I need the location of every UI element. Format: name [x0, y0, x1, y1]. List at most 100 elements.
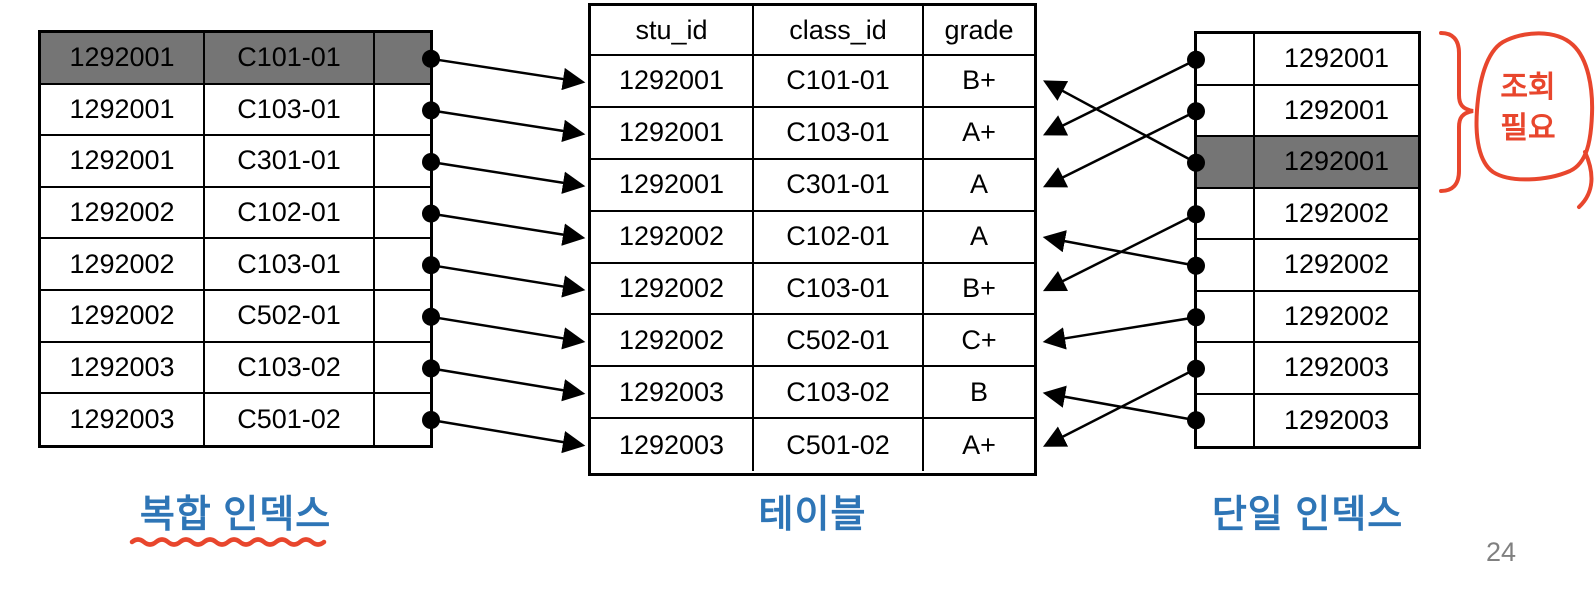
value-cell: 1292001 — [591, 159, 754, 210]
annotation-line1: 조회 — [1500, 71, 1556, 104]
single-index-row: 1292002 — [1197, 291, 1418, 343]
value-cell: A+ — [962, 117, 996, 148]
value-cell: C301-01 — [754, 159, 924, 210]
value-cell: 1292002 — [1283, 300, 1390, 331]
annotation-brace — [1439, 31, 1474, 193]
label-composite-index: 복합 인덱스 — [139, 494, 332, 536]
composite-pointer-arrow — [430, 263, 586, 298]
pointer-cell — [375, 33, 430, 83]
value-cell: C502-01 — [754, 315, 924, 366]
value-cell: B — [969, 376, 988, 407]
value-cell: 1292001 — [1283, 43, 1390, 74]
page-number: 24 — [1485, 537, 1516, 567]
value-cell: C301-01 — [205, 136, 375, 186]
value-cell: 1292003 — [591, 419, 754, 472]
single-pointer-arrow — [1042, 316, 1197, 350]
label-underline — [129, 537, 327, 547]
value-cell: 1292002 — [41, 239, 205, 289]
pointer-cell — [375, 343, 430, 393]
value-cell: C501-02 — [205, 394, 375, 445]
value-cell: 1292001 — [41, 136, 205, 186]
value-cell: B+ — [962, 273, 996, 303]
value-cell: 1292002 — [41, 290, 205, 341]
value-cell: C103-02 — [754, 367, 924, 418]
single-index-row: 1292001 — [1197, 137, 1418, 189]
value-cell: 1292003 — [1283, 352, 1390, 383]
value-cell: C103-02 — [205, 342, 375, 393]
single-pointer-arrow — [1042, 58, 1197, 136]
single-index-row: 1292003 — [1197, 394, 1418, 446]
pointer-cell — [1197, 188, 1255, 238]
annotation-text: 조회 필요 — [1484, 67, 1572, 149]
pointer-cell — [375, 136, 430, 186]
single-pointer-arrow — [1042, 110, 1197, 188]
label-table: 테이블 — [758, 494, 867, 536]
value-cell: A — [969, 169, 988, 200]
pointer-cell — [1197, 343, 1255, 393]
single-index-row: 1292002 — [1197, 240, 1418, 292]
value-cell: 1292002 — [591, 263, 754, 314]
single-pointer-arrow — [1042, 230, 1197, 267]
pointer-cell — [1197, 394, 1255, 446]
value-cell: 1292001 — [41, 33, 205, 83]
value-cell: 1292003 — [1283, 404, 1390, 435]
pointer-cell — [375, 239, 430, 289]
value-cell: C501-02 — [754, 419, 924, 472]
single-index-row: 1292002 — [1197, 188, 1418, 240]
single-pointer-arrow — [1042, 367, 1197, 447]
value-cell: C103-01 — [754, 263, 924, 314]
pointer-cell — [1197, 137, 1255, 187]
value-cell: 1292001 — [1283, 94, 1390, 125]
value-cell: C103-01 — [205, 84, 375, 135]
annotation-line2: 필요 — [1500, 112, 1556, 145]
composite-pointer-arrow — [430, 109, 586, 143]
pointer-cell — [375, 188, 430, 238]
value-cell: 1292001 — [591, 56, 754, 106]
pointer-cell — [1197, 34, 1255, 84]
pointer-cell — [375, 85, 430, 135]
value-cell: C103-01 — [754, 107, 924, 158]
value-cell: 1292003 — [41, 342, 205, 393]
value-cell: B+ — [962, 65, 996, 96]
value-cell: 1292002 — [1283, 197, 1390, 228]
pointer-cell — [375, 394, 430, 445]
composite-pointer-arrow — [430, 212, 586, 246]
composite-pointer-arrow — [430, 57, 586, 91]
value-cell: A — [969, 221, 988, 252]
single-pointer-arrow — [1042, 385, 1197, 422]
pointer-cell — [1197, 291, 1255, 341]
value-cell: grade — [944, 14, 1014, 45]
value-cell: C502-01 — [205, 290, 375, 341]
value-cell: 1292001 — [41, 84, 205, 135]
value-cell: 1292002 — [591, 211, 754, 262]
value-cell: C103-01 — [205, 239, 375, 289]
single-pointer-arrow — [1043, 80, 1197, 164]
value-cell: 1292002 — [591, 315, 754, 366]
label-single-index: 단일 인덱스 — [1211, 494, 1404, 536]
single-index-row: 1292003 — [1197, 343, 1418, 395]
value-cell: 1292003 — [591, 367, 754, 418]
pointer-cell — [1197, 85, 1255, 135]
annotation-bubble-tail — [1577, 150, 1594, 209]
composite-pointer-arrow — [430, 160, 586, 194]
composite-pointer-arrow — [430, 367, 586, 402]
composite-pointer-arrow — [430, 315, 586, 350]
